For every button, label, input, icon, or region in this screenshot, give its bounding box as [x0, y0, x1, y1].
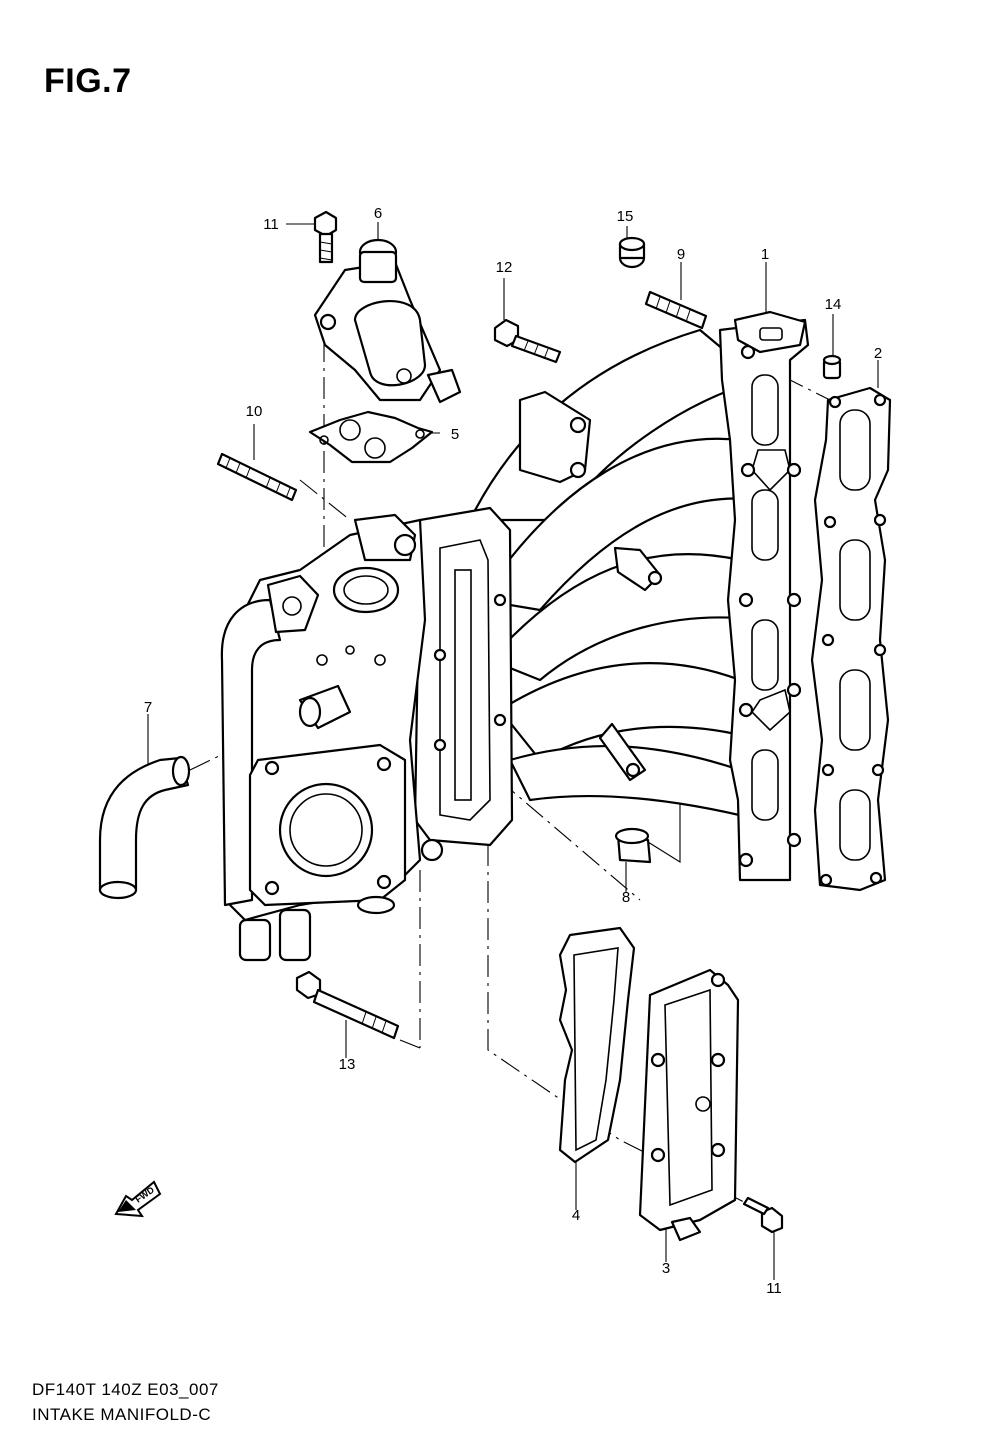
stud-part-10	[216, 452, 298, 502]
washer-part-15	[618, 236, 646, 269]
callout-labels: 1 2 3 4 5 6 7 8 9 10 11 11 12 13 14 15	[144, 205, 882, 1297]
cover-part-3	[638, 968, 740, 1242]
bolt-part-11-top	[313, 210, 338, 264]
callout-5: 5	[451, 426, 459, 443]
valve-gasket-part-5	[308, 410, 434, 464]
callout-9: 9	[677, 246, 685, 263]
cover-gasket-part-4	[558, 926, 636, 1164]
hose-part-7	[98, 755, 191, 900]
callout-10: 10	[246, 403, 263, 420]
callout-2: 2	[874, 345, 882, 362]
callout-8: 8	[622, 889, 630, 906]
callout-6: 6	[374, 205, 382, 222]
throttle-body-housing	[220, 506, 514, 962]
footer-diagram-name: INTAKE MANIFOLD-C	[32, 1405, 212, 1424]
callout-7: 7	[144, 699, 152, 716]
callout-11-bottom: 11	[766, 1280, 782, 1297]
callout-15: 15	[617, 208, 634, 225]
bolt-part-11-bottom	[742, 1196, 784, 1234]
callout-4: 4	[572, 1207, 580, 1224]
footer-diagram-code: DF140T 140Z E03_007	[32, 1380, 219, 1399]
callout-14: 14	[825, 296, 842, 313]
idle-air-valve-part-6	[313, 238, 462, 404]
callout-12: 12	[496, 259, 513, 276]
callout-11-top: 11	[263, 216, 279, 233]
bolt-part-13	[295, 970, 400, 1040]
callout-3: 3	[662, 1260, 670, 1277]
fwd-arrow-icon: FWD	[114, 1180, 162, 1218]
bolt-part-12	[493, 318, 562, 364]
pin-part-14	[822, 354, 842, 380]
callout-13: 13	[339, 1056, 356, 1073]
callout-1: 1	[761, 246, 769, 263]
bushing-part-8	[614, 827, 652, 864]
bolt-part-9	[644, 290, 708, 330]
manifold-gasket-part-2	[810, 386, 892, 892]
figure-title: FIG.7	[44, 62, 132, 100]
intake-manifold-part-1	[468, 310, 810, 882]
